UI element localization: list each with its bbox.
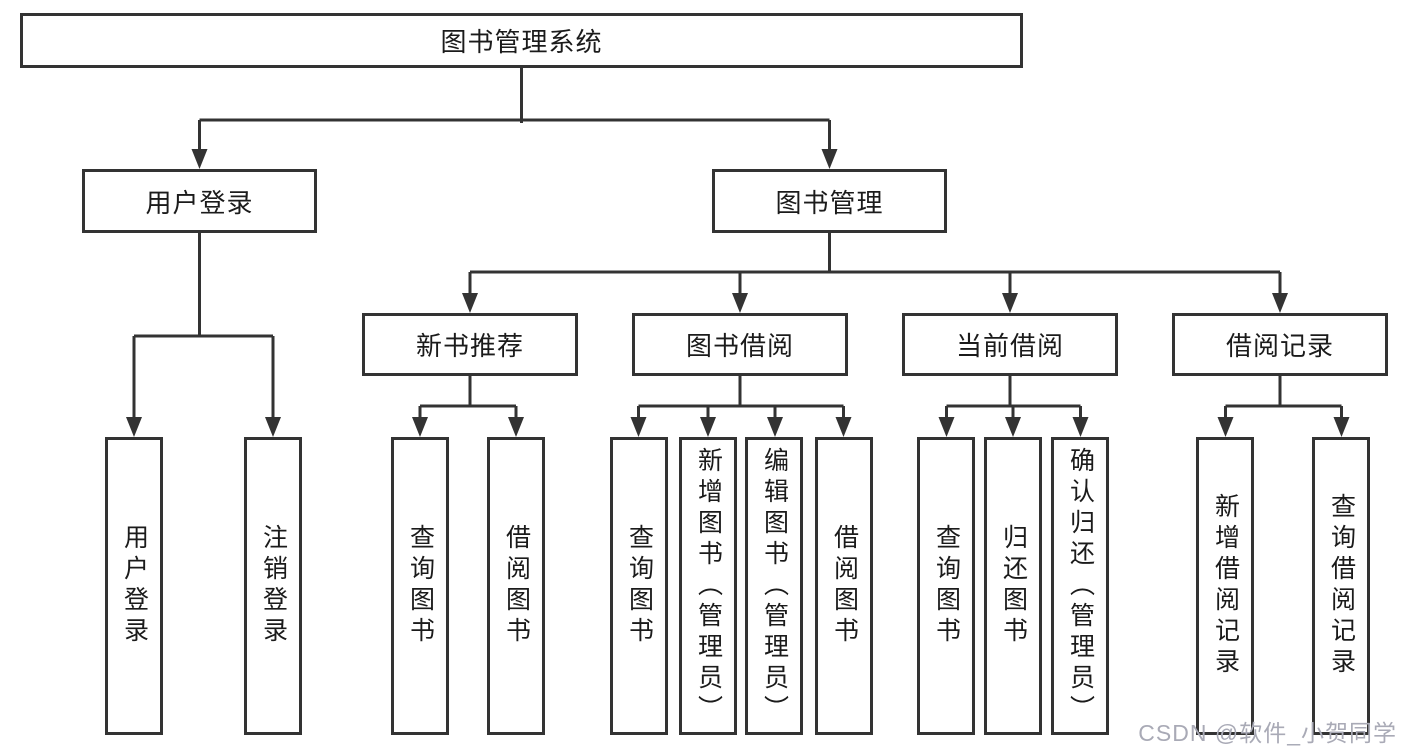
leaf-query-books: 查询图书 xyxy=(610,437,668,735)
leaf-borrow-books: 借阅图书 xyxy=(815,437,873,735)
arrow-down-icon xyxy=(462,293,478,313)
node-label: 用户登录 xyxy=(145,187,254,218)
node-label: 编辑图书（管理员） xyxy=(760,446,789,726)
node-label: 图书管理 xyxy=(775,187,884,218)
node-label: 图书管理系统 xyxy=(440,27,603,57)
arrow-down-icon xyxy=(1217,417,1234,437)
node-label: 查询图书 xyxy=(932,524,961,648)
leaf-return-books: 归还图书 xyxy=(984,437,1042,735)
node-label: 新增借阅记录 xyxy=(1211,493,1240,679)
leaf-query-borrow-record: 查询借阅记录 xyxy=(1312,437,1370,735)
node-user-login: 用户登录 xyxy=(82,169,317,233)
leaf-confirm-return-admin: 确认归还（管理员） xyxy=(1051,437,1109,735)
node-label: 查询图书 xyxy=(406,524,435,648)
arrow-down-icon xyxy=(412,417,428,437)
node-label: 借阅图书 xyxy=(830,524,859,648)
arrow-down-icon xyxy=(1272,293,1288,313)
node-label: 借阅图书 xyxy=(502,524,531,648)
arrow-down-icon xyxy=(265,417,281,437)
node-current-borrow: 当前借阅 xyxy=(902,313,1118,376)
arrow-down-icon xyxy=(1333,417,1350,437)
node-library-management-system: 图书管理系统 xyxy=(20,13,1023,68)
arrow-down-icon xyxy=(191,149,208,169)
arrow-down-icon xyxy=(938,417,955,437)
node-label: 查询借阅记录 xyxy=(1327,493,1356,679)
node-label: 图书借阅 xyxy=(685,331,794,361)
node-book-borrow: 图书借阅 xyxy=(632,313,848,376)
leaf-edit-book-admin: 编辑图书（管理员） xyxy=(745,437,803,735)
leaf-logout: 注销登录 xyxy=(244,437,302,735)
arrow-down-icon xyxy=(1072,417,1089,437)
leaf-add-borrow-record: 新增借阅记录 xyxy=(1196,437,1254,735)
node-label: 新书推荐 xyxy=(415,331,524,361)
arrow-down-icon xyxy=(732,293,748,313)
leaf-query-books: 查询图书 xyxy=(391,437,449,735)
csdn-watermark: CSDN @软件_小贺同学 xyxy=(1138,720,1397,746)
arrow-down-icon xyxy=(126,417,142,437)
node-label: 注销登录 xyxy=(259,524,288,648)
arrow-down-icon xyxy=(1005,417,1021,437)
leaf-user-login: 用户登录 xyxy=(105,437,163,735)
node-label: 新增图书（管理员） xyxy=(694,446,723,726)
leaf-query-books: 查询图书 xyxy=(917,437,975,735)
arrow-down-icon xyxy=(821,149,838,169)
connector-lines xyxy=(132,68,1343,424)
arrow-down-icon xyxy=(1002,293,1018,313)
arrow-down-icon xyxy=(700,417,716,437)
leaf-borrow-books: 借阅图书 xyxy=(487,437,545,735)
node-label: 用户登录 xyxy=(120,524,149,648)
node-label: 借阅记录 xyxy=(1225,331,1334,361)
arrow-down-icon xyxy=(767,417,783,437)
node-book-management: 图书管理 xyxy=(712,169,947,233)
node-new-book-recommend: 新书推荐 xyxy=(362,313,578,376)
node-label: 查询图书 xyxy=(625,524,654,648)
arrow-down-icon xyxy=(630,417,647,437)
node-borrow-records: 借阅记录 xyxy=(1172,313,1388,376)
node-label: 当前借阅 xyxy=(955,331,1064,361)
node-label: 确认归还（管理员） xyxy=(1066,446,1095,726)
arrow-down-icon xyxy=(835,417,852,437)
node-label: 归还图书 xyxy=(999,524,1028,648)
leaf-add-book-admin: 新增图书（管理员） xyxy=(679,437,737,735)
arrow-down-icon xyxy=(508,417,524,437)
